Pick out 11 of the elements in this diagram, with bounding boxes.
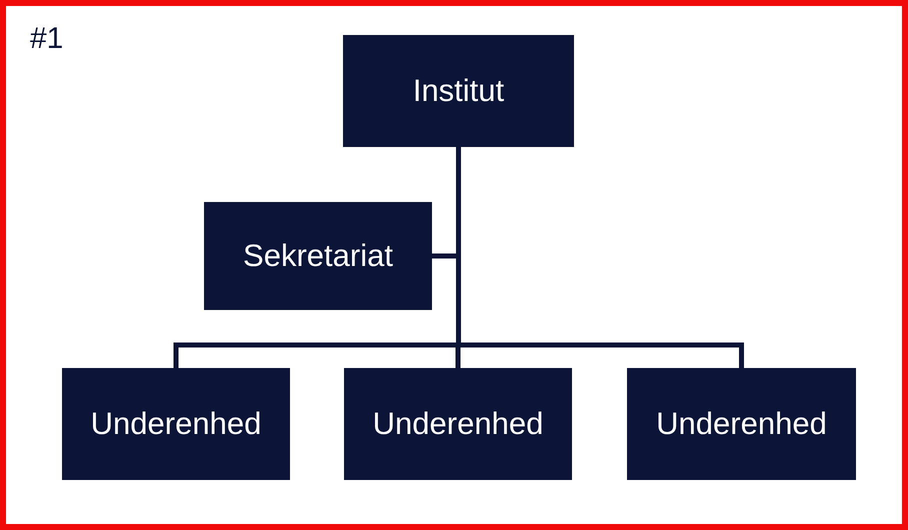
box-label: Underenhed xyxy=(372,406,544,442)
box-label: Sekretariat xyxy=(243,238,393,274)
box-label: Underenhed xyxy=(656,406,827,442)
box-label: Institut xyxy=(412,73,504,109)
org-box xyxy=(344,368,572,480)
org-box xyxy=(343,35,574,147)
box-label: Underenhed xyxy=(90,406,262,442)
org-box xyxy=(204,202,432,310)
org-box xyxy=(62,368,290,480)
org-box xyxy=(627,368,856,480)
diagram-number: #1 xyxy=(30,22,64,56)
